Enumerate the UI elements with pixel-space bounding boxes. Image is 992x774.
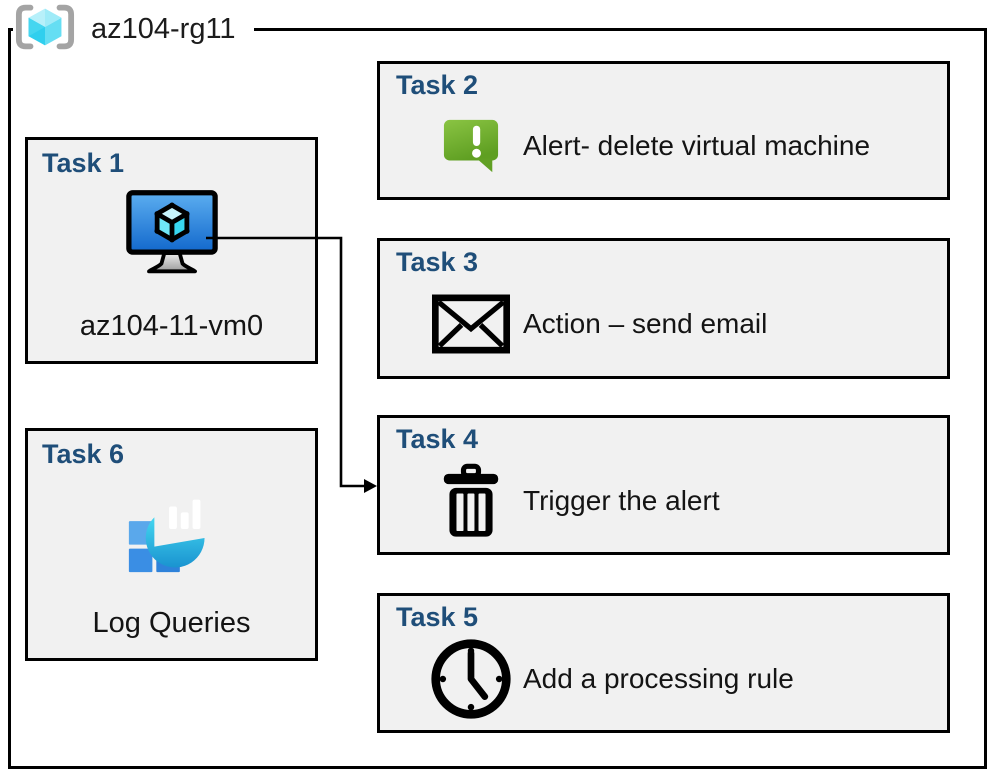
task3-label: Action – send email bbox=[523, 308, 768, 340]
task5-heading: Task 5 bbox=[396, 602, 479, 632]
task4-heading: Task 4 bbox=[396, 424, 479, 454]
resource-group-box bbox=[8, 28, 987, 769]
task1-heading: Task 1 bbox=[42, 148, 125, 178]
task4-label: Trigger the alert bbox=[523, 484, 720, 516]
task6-label: Log Queries bbox=[92, 607, 251, 639]
resource-group-icon bbox=[15, 3, 75, 56]
email-icon bbox=[418, 294, 523, 354]
task4-box: Task 4 Trigger the alert bbox=[377, 415, 950, 555]
task6-heading: Task 6 bbox=[42, 439, 125, 469]
clock-icon bbox=[418, 637, 523, 721]
task6-box: Task 6 Log Queries bbox=[25, 428, 318, 661]
trash-icon bbox=[418, 462, 523, 540]
alert-icon bbox=[418, 116, 523, 176]
log-analytics-icon bbox=[123, 480, 221, 578]
resource-group-header: az104-rg11 bbox=[13, 3, 254, 55]
virtual-machine-icon bbox=[125, 189, 218, 277]
task2-heading: Task 2 bbox=[396, 70, 479, 100]
task3-box: Task 3 Action – send email bbox=[377, 238, 950, 379]
task1-box: Task 1 bbox=[25, 137, 318, 364]
resource-group-name: az104-rg11 bbox=[91, 12, 236, 45]
task5-box: Task 5 Add a processing rule bbox=[377, 593, 950, 733]
task1-label: az104-11-vm0 bbox=[79, 310, 264, 342]
task2-label: Alert- delete virtual machine bbox=[523, 130, 871, 162]
task5-label: Add a processing rule bbox=[523, 662, 794, 694]
task3-heading: Task 3 bbox=[396, 247, 479, 277]
task2-box: Task 2 Alert- delete virtual machine bbox=[377, 61, 950, 200]
